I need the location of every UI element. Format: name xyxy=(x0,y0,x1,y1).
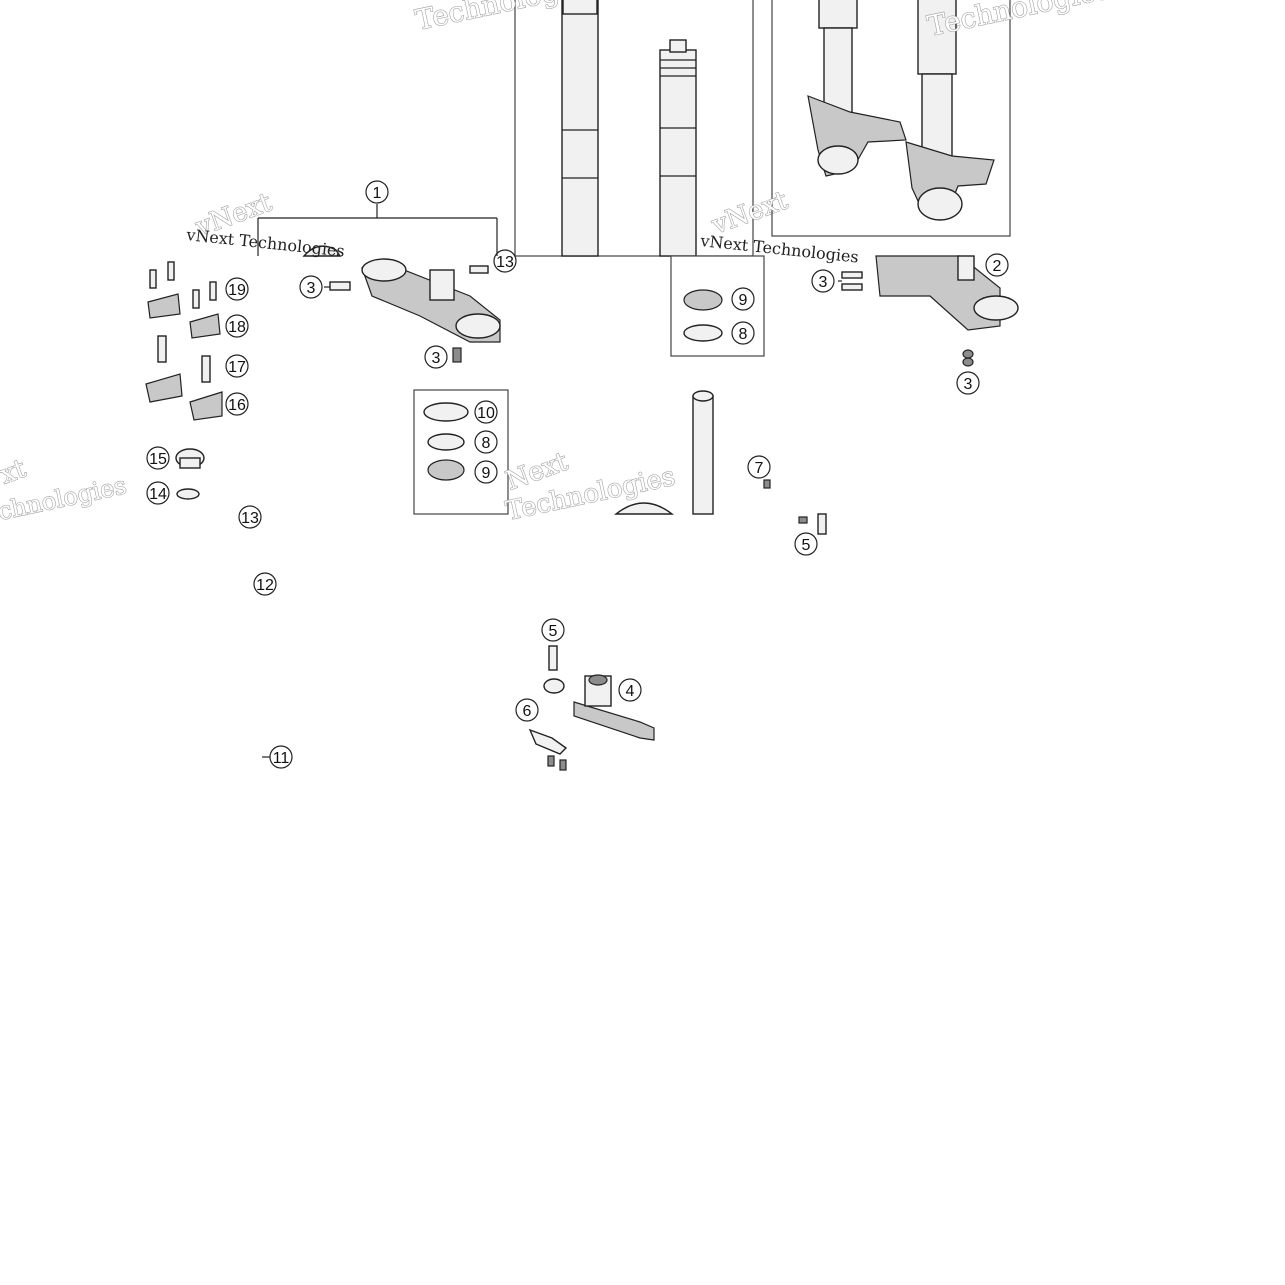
callout-14: 14 xyxy=(146,481,170,505)
callout-10: 10 xyxy=(474,400,498,424)
bearing-kit-frame xyxy=(413,389,509,515)
watermark-4: vNext Technologies xyxy=(185,225,346,261)
fork-assembly-frame xyxy=(514,0,754,257)
callout-7-label: 7 xyxy=(755,460,764,477)
callout-5a-label: 5 xyxy=(802,537,811,554)
callout-18: 18 xyxy=(225,314,249,338)
callout-8b: 8 xyxy=(731,321,755,345)
callout-15-label: 15 xyxy=(149,451,167,468)
callout-19-label: 19 xyxy=(228,282,246,299)
callout-5b-label: 5 xyxy=(549,623,558,640)
handlebar-clamps xyxy=(145,261,223,500)
callout-13b-label: 13 xyxy=(241,510,259,527)
callout-13a-label: 13 xyxy=(496,254,514,271)
cap-piece xyxy=(302,245,342,257)
callout-7: 7 xyxy=(747,455,771,479)
steering-stem xyxy=(613,390,827,535)
callout-9b: 9 xyxy=(731,287,755,311)
callout-2: 2 xyxy=(985,253,1009,277)
callout-9a-label: 9 xyxy=(482,465,491,482)
callout-14-label: 14 xyxy=(149,486,167,503)
callout-16: 16 xyxy=(225,392,249,416)
callout-9a: 9 xyxy=(474,460,498,484)
callout-3b-label: 3 xyxy=(432,350,441,367)
callout-4-label: 4 xyxy=(626,683,635,700)
leader-lines xyxy=(262,280,842,758)
callout-3c-label: 3 xyxy=(819,274,828,291)
fork-leg-left xyxy=(561,0,599,257)
callout-5b: 5 xyxy=(541,618,565,642)
bolt-set-left xyxy=(329,265,489,363)
callout-1-label: 1 xyxy=(373,185,382,202)
callout-17: 17 xyxy=(225,354,249,378)
callout-3a-label: 3 xyxy=(307,280,316,297)
watermark-9: xt xyxy=(0,454,31,491)
callout-15: 15 xyxy=(146,446,170,470)
callout-12: 12 xyxy=(253,572,277,596)
callout-18-label: 18 xyxy=(228,319,246,336)
lower-triple-clamp xyxy=(841,255,1019,367)
callout-16-label: 16 xyxy=(228,397,246,414)
fork-detail-left xyxy=(807,0,907,177)
callout-11: 11 xyxy=(269,745,293,769)
callout-9b-label: 9 xyxy=(739,292,748,309)
callout-3b: 3 xyxy=(424,345,448,369)
callout-8a-label: 8 xyxy=(482,435,491,452)
callout-10-label: 10 xyxy=(477,405,495,422)
callout-3a: 3 xyxy=(299,275,323,299)
callout-13a: 13 xyxy=(493,249,517,273)
fork-detail-frame xyxy=(771,0,1011,237)
steering-damper xyxy=(528,645,655,771)
upper-triple-clamp xyxy=(361,258,501,343)
fork-leg-right xyxy=(659,39,697,257)
callout-13b: 13 xyxy=(238,505,262,529)
callout-12-label: 12 xyxy=(256,577,274,594)
fork-detail-right xyxy=(905,0,995,221)
callout-3d-label: 3 xyxy=(964,376,973,393)
watermark-2: Technologies xyxy=(925,0,1113,43)
callout-6: 6 xyxy=(515,698,539,722)
callout-11-label: 11 xyxy=(273,750,290,767)
callout-17-label: 17 xyxy=(228,359,246,376)
bearing-kit-frame-2 xyxy=(670,255,765,357)
callout-2-label: 2 xyxy=(993,258,1002,275)
callout-4: 4 xyxy=(618,678,642,702)
callout-3d: 3 xyxy=(956,371,980,395)
callout-5a: 5 xyxy=(794,532,818,556)
callout-8b-label: 8 xyxy=(739,326,748,343)
callout-19: 19 xyxy=(225,277,249,301)
callout-8a: 8 xyxy=(474,430,498,454)
callout-6-label: 6 xyxy=(523,703,532,720)
callout-1: 1 xyxy=(365,180,389,204)
assembly-bracket-1 xyxy=(257,204,498,256)
callout-3c: 3 xyxy=(811,269,835,293)
